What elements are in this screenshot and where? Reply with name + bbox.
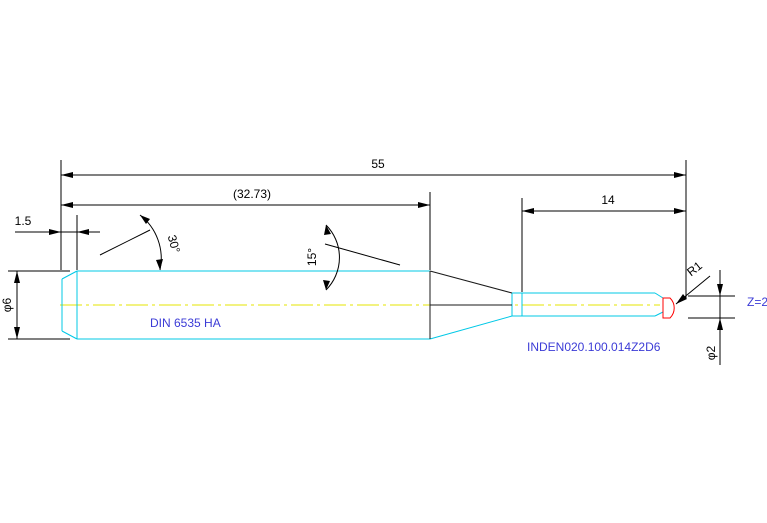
dim-shank-diameter: φ6 (0, 270, 70, 340)
dim-radius-label: R1 (684, 258, 705, 279)
dim-chamfer-label: 1.5 (15, 214, 32, 228)
dim-overall-length-label: 55 (371, 157, 385, 171)
dim-chamfer: 1.5 (15, 214, 100, 270)
part-code-note: INDEN020.100.014Z2D6 (527, 340, 661, 354)
dim-shank-diameter-label: φ6 (0, 297, 14, 312)
dim-angle-taper-label: 15° (305, 248, 319, 266)
dim-radius: R1 (675, 258, 711, 305)
dim-shank-length-label: (32.73) (233, 187, 271, 201)
ball-tip (662, 297, 675, 319)
dim-neck-length-label: 14 (601, 193, 615, 207)
dim-shank-length: (32.73) (61, 187, 431, 270)
tool-edges (429, 270, 513, 339)
z-value-label: Z=2 (747, 295, 767, 309)
dim-angle-chamfer-label: 30° (165, 233, 183, 254)
dim-angle-taper: 15° (305, 224, 401, 291)
dim-overall-length: 55 (60, 157, 687, 298)
dim-tip-diameter-label: φ2 (704, 345, 718, 360)
dim-angle-chamfer: 30° (99, 214, 183, 271)
dim-tip-diameter: φ2 (688, 270, 735, 365)
tool-outline (61, 270, 664, 340)
standard-note: DIN 6535 HA (150, 316, 221, 330)
dim-neck-length: 14 (521, 193, 686, 292)
